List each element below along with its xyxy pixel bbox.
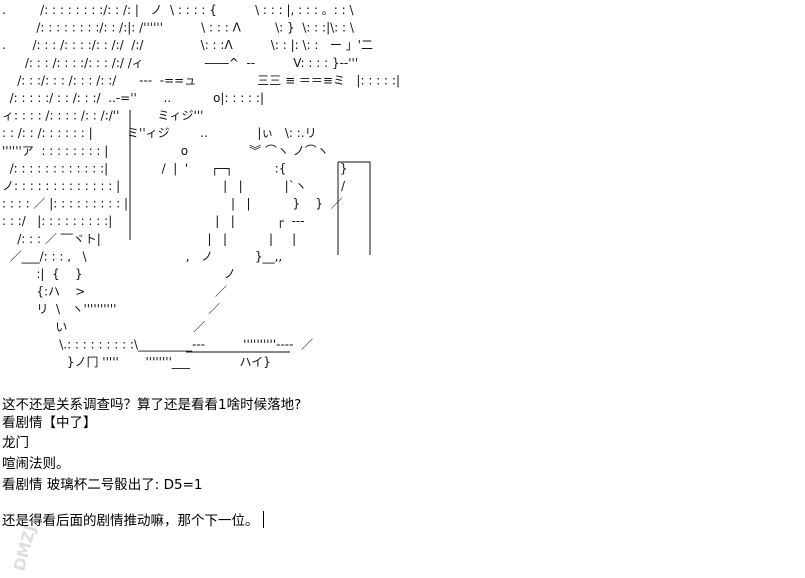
art-strokes <box>129 110 371 353</box>
ascii-art-illustration: . /: : : : : : : :/: : /: | ノ \ : : : : … <box>2 3 400 369</box>
art-line: : : /: : /: : : : : : | ミ''ィジ .. |ぃ \: :… <box>2 126 317 140</box>
art-line: ／___/: : : , \ , ノ }__,, <box>2 249 282 263</box>
text-cursor <box>262 511 264 528</box>
caption-line-3: 龙门 <box>2 435 29 451</box>
art-line: }ノ冂 ''''' ''''''''___ ハイ} <box>2 355 271 369</box>
art-line: い ／ <box>2 320 205 334</box>
art-line: : : : : ／ |: : : : : : : : : | | | } } ／ <box>2 197 343 211</box>
watermark-logo: DMZJ <box>14 523 40 573</box>
art-line: /: : : /: : : :/: : : /:/ /ィ ――^ -- V: :… <box>2 56 358 70</box>
art-line: リ \ ヽ'''''''''' ／ <box>2 302 220 316</box>
art-line: /: : : : : : : : : : : :| / | ' ┌─┐ :{ } <box>2 161 347 175</box>
caption-line-4: 喧闹法则。 <box>2 456 70 472</box>
art-line: ノ: : : : : : : : : : : : : | | | |`ヽ / <box>2 179 346 193</box>
caption-line-2: 看剧情【中了】 <box>2 415 97 431</box>
caption-line-1: 这不还是关系调查吗？算了还是看看1啥时候落地? <box>2 397 302 413</box>
art-line: \.: : : : : : : : :\_________--- '''''''… <box>2 337 313 351</box>
caption-line-6-text: 还是得看后面的剧情推动嘛，那个下一位。 <box>2 513 259 529</box>
art-line: . /: : : : : : : :/: : /: | ノ \ : : : : … <box>2 3 354 17</box>
art-line: /: : :/: : : /: : : /: :/ --- -==ュ 三三 ≡ … <box>2 73 400 87</box>
art-line: /: : : : : : : :/: : /:|: /'''''' \ : : … <box>2 21 355 35</box>
art-line: ィ: : : : /: : : : /: : /:/'' ミィジ''' <box>2 109 207 123</box>
art-line: . /: : : /: : : :/: : /:/ /:/ \: : :Λ \:… <box>2 38 373 52</box>
art-line: /: : : ／ ‾‾ヾト| | | | | <box>2 232 296 246</box>
art-line: {:ハ > ／ <box>2 285 227 299</box>
art-line: : : :/ |: : : : : : : : :| | | ┌ --- <box>2 214 305 228</box>
watermark-text: DMZJ <box>14 523 40 573</box>
ascii-art-text: . /: : : : : : : :/: : /: | ノ \ : : : : … <box>2 3 400 369</box>
caption-line-5: 看剧情 玻璃杯二号骰出了: D5=1 <box>2 477 203 493</box>
art-line: ''''''ア : : : : : : : : | o ︾ ⌒ヽ ノ⌒ヽ <box>2 144 329 158</box>
art-line: :| { } ノ <box>2 267 236 281</box>
art-line: /: : : : :/ : : /: : :/ ..-='' .. o|: : … <box>2 91 264 105</box>
caption-line-6: 还是得看后面的剧情推动嘛，那个下一位。 <box>2 511 264 531</box>
